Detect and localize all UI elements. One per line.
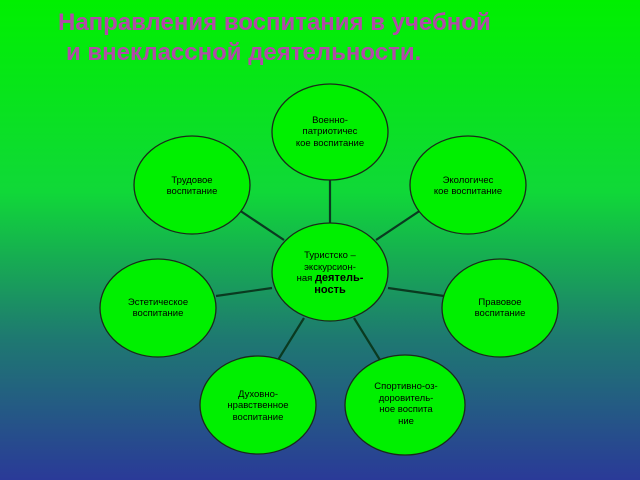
center-label-line1: Туристско – экскурсион- ная	[296, 250, 356, 284]
node-moral-label: Духовно- нравственное воспитание	[227, 388, 289, 423]
center-label-text: Туристско – экскурсион- ная деятель- нос…	[297, 250, 364, 296]
node-sport-circle	[344, 354, 466, 456]
node-sport-label: Спортивно-оз- доровитель- ное воспита ни…	[374, 381, 438, 427]
title-line-1: Направления воспитания в учебной	[58, 9, 491, 36]
connector-ecology	[375, 207, 425, 241]
connector-aesthetic	[215, 286, 273, 298]
connector-legal	[387, 286, 445, 298]
node-military-circle	[271, 83, 389, 181]
node-labor-circle	[133, 135, 251, 235]
node-labor-label: Трудовое воспитание	[166, 174, 218, 198]
node-legal-circle	[441, 258, 559, 358]
connector-moral	[277, 317, 305, 361]
connector-sport	[353, 317, 381, 361]
title-line-2: и внеклассной деятельности.	[66, 39, 422, 66]
node-ecology-label: Экологичес кое воспитание	[433, 174, 503, 198]
node-moral-circle	[199, 355, 317, 455]
node-aesthetic-circle	[99, 258, 217, 358]
node-military-label: Военно- патриотичес кое воспитание	[295, 114, 365, 149]
node-aesthetic-label: Эстетическое воспитание	[127, 296, 189, 320]
center-label-emphasis: деятель- ность	[314, 272, 364, 296]
slide-title: Направления воспитания в учебной и внекл…	[58, 8, 638, 68]
connector-labor	[235, 207, 285, 241]
node-ecology-circle	[409, 135, 527, 235]
node-center-label: Туристско – экскурсион- ная деятель- нос…	[276, 240, 384, 306]
node-center-circle	[271, 222, 389, 322]
node-legal-label: Правовое воспитание	[474, 296, 526, 320]
